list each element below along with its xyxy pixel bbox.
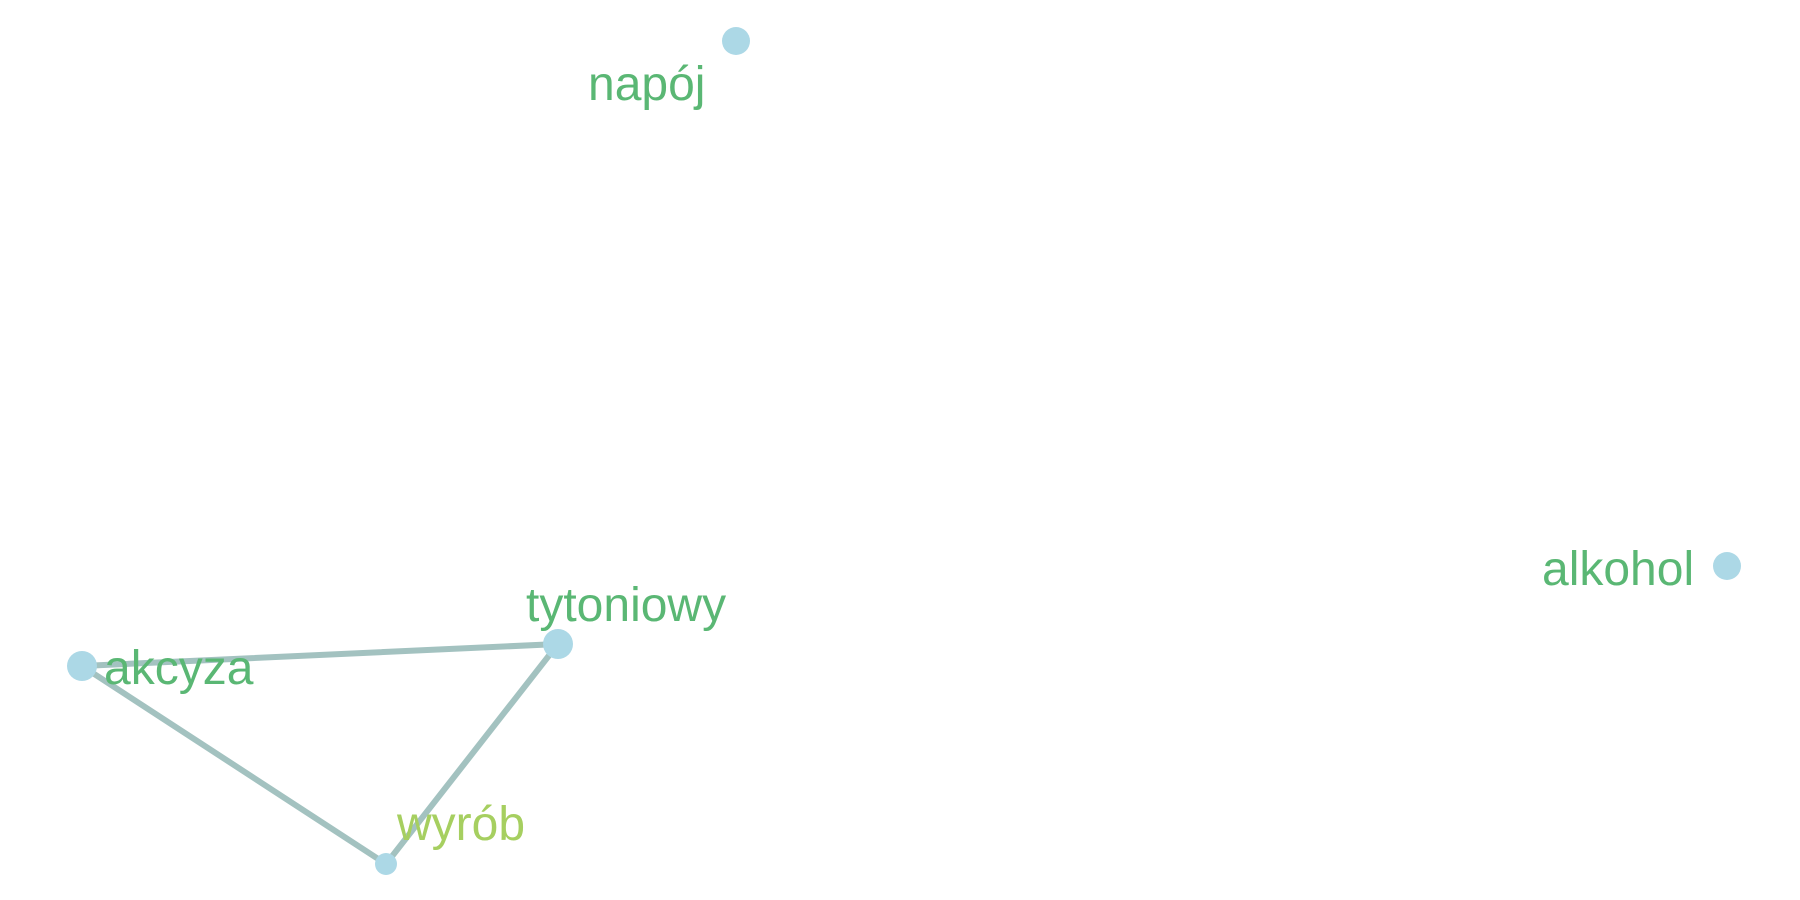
node-napoj[interactable] [722, 27, 750, 55]
label-wyrob: wyrób [396, 798, 525, 851]
node-alkohol[interactable] [1713, 552, 1741, 580]
label-alkohol: alkohol [1542, 543, 1694, 596]
nodes-layer [67, 27, 1741, 875]
edge-akcyza-tytoniowy [79, 641, 561, 669]
edge-akcyza-wyrob [79, 663, 389, 867]
edges-layer [79, 641, 561, 867]
node-tytoniowy[interactable] [543, 629, 573, 659]
node-akcyza[interactable] [67, 651, 97, 681]
labels-layer: napój alkohol tytoniowy akcyza wyrób [104, 58, 1694, 851]
edge-tytoniowy-wyrob [383, 641, 561, 867]
node-wyrob[interactable] [375, 853, 397, 875]
label-napoj: napój [588, 58, 705, 111]
label-tytoniowy: tytoniowy [526, 579, 726, 632]
label-akcyza: akcyza [104, 642, 254, 695]
